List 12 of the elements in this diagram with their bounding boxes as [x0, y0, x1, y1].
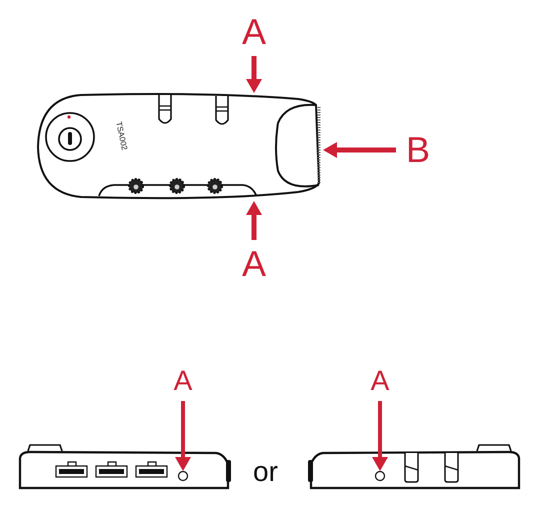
callout-letter: A: [370, 367, 390, 395]
callout-letter: A: [242, 246, 266, 282]
pointer-arrow: [372, 401, 388, 471]
callout-letter: B: [406, 132, 430, 168]
pointer-arrow: [323, 142, 396, 158]
pointer-arrow: [246, 201, 262, 240]
callout-letter: A: [242, 14, 266, 50]
pointer-arrow: [175, 401, 191, 471]
or-text: or: [253, 458, 278, 486]
callout-letter: A: [174, 367, 192, 395]
pointer-arrow: [246, 56, 262, 93]
engraved-code: TSA002: [114, 121, 128, 151]
